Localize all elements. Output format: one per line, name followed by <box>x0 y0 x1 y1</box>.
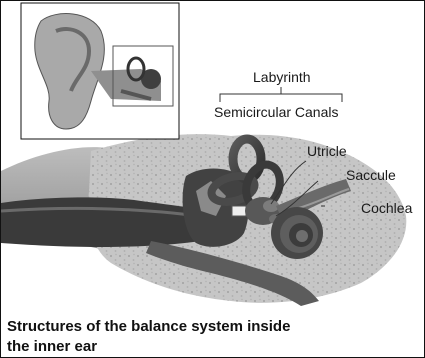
figure-caption: Structures of the balance system inside … <box>7 317 407 357</box>
caption-line-2: the inner ear <box>7 337 407 357</box>
semicircular-canals-label: Semicircular Canals <box>214 104 338 120</box>
oval-window <box>232 206 246 216</box>
inner-ear-illustration <box>1 1 425 311</box>
labyrinth-label: Labyrinth <box>253 69 311 85</box>
cochlea-label: Cochlea <box>361 200 412 216</box>
caption-line-1: Structures of the balance system inside <box>7 317 407 337</box>
utricle-label: Utricle <box>307 143 347 159</box>
inset-ear-drawing <box>21 3 179 139</box>
saccule-label: Saccule <box>346 167 396 183</box>
